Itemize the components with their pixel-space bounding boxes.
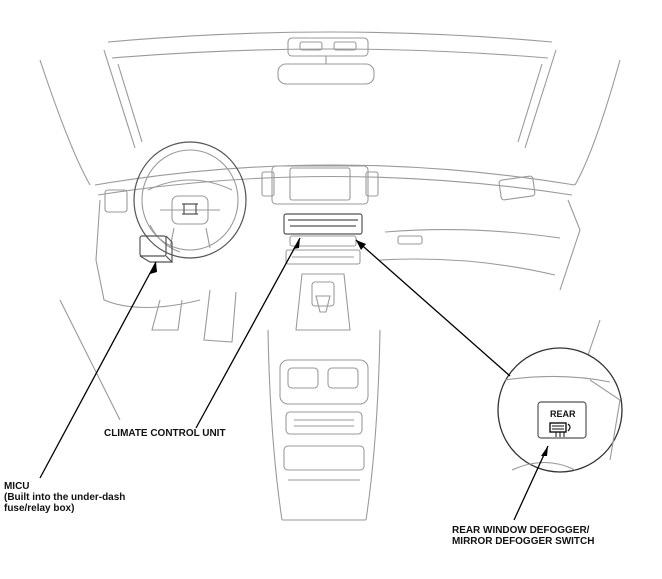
leader-lines <box>39 237 549 521</box>
micu-box <box>139 235 174 263</box>
center-console <box>267 329 381 521</box>
center-display <box>261 165 379 205</box>
steering-wheel <box>133 141 247 259</box>
climate-label-text: CLIMATE CONTROL UNIT <box>104 427 226 439</box>
dashboard <box>94 164 581 309</box>
defogger-label-line2: MIRROR DEFOGGER SWITCH <box>452 535 595 547</box>
climate-panel <box>283 213 363 265</box>
rearview-mirror <box>277 37 375 85</box>
micu-label: MICU (Built into the under-dash fuse/rel… <box>4 481 125 514</box>
windshield-frame <box>39 31 621 186</box>
micu-label-line1: MICU <box>4 480 30 492</box>
gear-shifter <box>295 273 351 331</box>
micu-label-line3: fuse/relay box) <box>4 502 75 514</box>
climate-control-label: CLIMATE CONTROL UNIT <box>104 428 226 439</box>
micu-label-line2: (Built into the under-dash <box>4 491 126 503</box>
rear-defogger-icon <box>549 422 571 437</box>
switch-rear-text: REAR <box>550 409 576 419</box>
defogger-switch-label: REAR WINDOW DEFOGGER/ MIRROR DEFOGGER SW… <box>452 525 594 547</box>
switch-detail-inset: REAR <box>497 347 623 473</box>
defogger-label-line1: REAR WINDOW DEFOGGER/ <box>452 524 590 536</box>
